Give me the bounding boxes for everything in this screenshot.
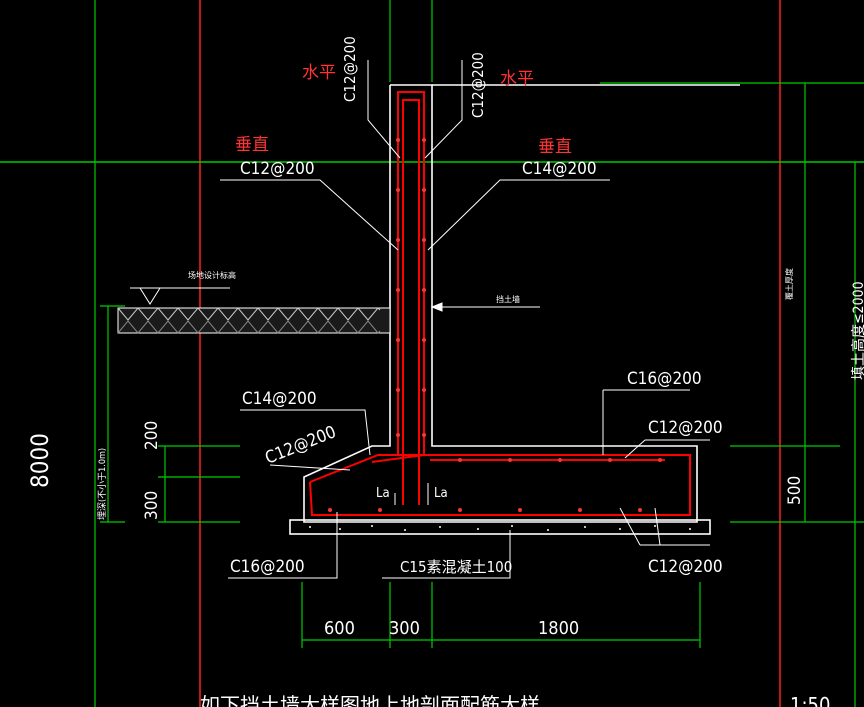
- leader-toe-bottom: [228, 512, 338, 579]
- rebar-label-toe-bottom: C16@200: [230, 557, 305, 577]
- rebar-label-toe-top: C14@200: [242, 389, 317, 409]
- ground-hatch: [117, 287, 391, 334]
- leader-heel-bottom-a: [619, 507, 641, 546]
- leader-top-right: [424, 60, 463, 159]
- rebar-dots: [328, 138, 662, 512]
- ground-level-symbol: [139, 287, 161, 305]
- label-left-vertical: 埋深(不小于1.0m): [97, 448, 108, 520]
- annotation-horizontal-right: 水平: [500, 69, 534, 89]
- dim-wall-width: 300: [389, 618, 420, 639]
- dim-toe-width: 600: [324, 618, 355, 639]
- dim-toe-lower: 300: [142, 491, 162, 520]
- leader-toe-slope: [269, 464, 351, 471]
- rebar-label-blinding: C15素混凝土100: [400, 558, 512, 576]
- leader-heel-top2-drop: [624, 439, 646, 459]
- dimension-lines: [94, 0, 864, 707]
- annotation-vertical-left: 垂直: [235, 135, 269, 155]
- leader-blinding: [382, 530, 511, 579]
- rebar: [309, 91, 691, 516]
- anchor-label-right: La: [434, 486, 448, 501]
- annotation-vertical-right: 垂直: [538, 137, 572, 157]
- arrow-wall-face: [430, 302, 443, 312]
- wall-rebar-inner: [402, 99, 420, 505]
- label-wall-face: 挡土墙: [496, 294, 520, 304]
- corner-rebar-left: [371, 454, 425, 463]
- leader-wall-right: [427, 179, 610, 251]
- blinding-dots: [309, 525, 691, 531]
- blinding-layer: [289, 519, 711, 535]
- rebar-label-wall-left: C12@200: [240, 159, 315, 179]
- scale-note: 1:50: [790, 693, 830, 707]
- label-right-edge: 填土高度≤2000: [850, 281, 864, 380]
- rebar-label-heel-top-2: C12@200: [648, 418, 723, 438]
- dim-heel-height: 500: [785, 476, 805, 505]
- leader-top-left: [367, 60, 401, 159]
- rebar-label-top-left: C12@200: [341, 36, 359, 102]
- label-right-vertical: 覆土厚度: [784, 268, 794, 300]
- wall-rebar-loop: [397, 91, 425, 455]
- label-ground-level: 场地设计标高: [188, 270, 236, 280]
- base-rebar-loop: [309, 454, 691, 516]
- dim-total-height: 8000: [26, 433, 54, 488]
- rebar-label-heel-bottom: C12@200: [648, 557, 723, 577]
- annotation-horizontal-left: 水平: [302, 63, 336, 83]
- rebar-label-toe-slope: C12@200: [262, 422, 339, 468]
- wall-outline: [289, 84, 740, 535]
- anchor-label-left: La: [376, 486, 390, 501]
- dim-toe-upper: 200: [142, 421, 162, 450]
- leader-wall-left: [220, 179, 399, 251]
- dim-heel-width: 1800: [538, 618, 579, 639]
- rebar-label-wall-right: C14@200: [522, 159, 597, 179]
- rebar-label-top-right: C12@200: [469, 52, 487, 118]
- leader-toe-top: [240, 409, 371, 456]
- leader-lines: [160, 60, 710, 579]
- leader-heel-bottom-b: [654, 507, 661, 546]
- bottom-caption: 如下挡土墙大样图地上地剖面配筋大样: [200, 693, 540, 707]
- rebar-label-heel-top: C16@200: [627, 369, 702, 389]
- wall-section-outline: [303, 84, 698, 523]
